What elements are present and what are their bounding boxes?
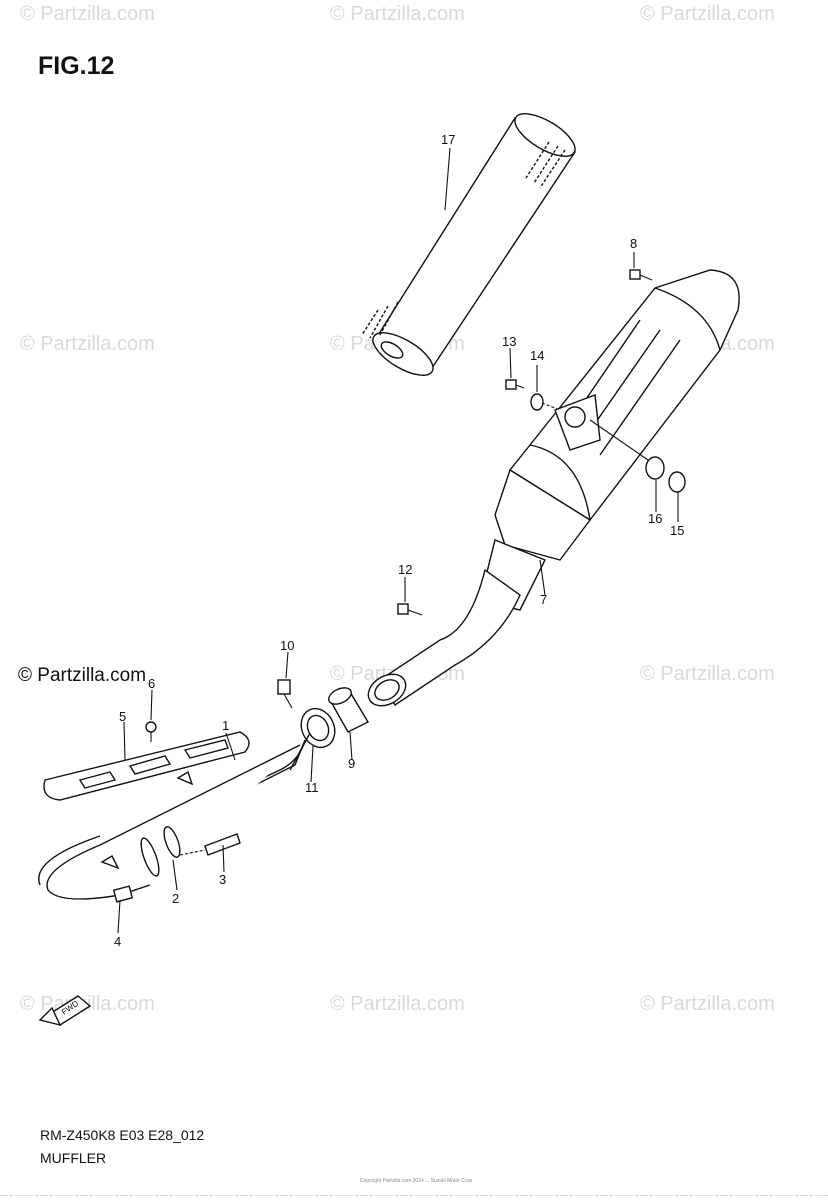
- watermark-text: © Partzilla.com: [330, 993, 465, 1015]
- callout-5: 5: [119, 709, 126, 724]
- callout-16: 16: [648, 511, 662, 526]
- watermark-text: © Partzilla.com: [640, 3, 775, 25]
- watermark-text: © Partzilla.com: [640, 663, 775, 685]
- callout-11: 11: [305, 780, 319, 795]
- part-4-nut[interactable]: [112, 885, 134, 903]
- callout-1: 1: [222, 718, 229, 733]
- partzilla-mark: © Partzilla.com: [18, 665, 147, 686]
- model-code: RM-Z450K8 E03 E28_012: [40, 1127, 205, 1143]
- watermark-text: © Partzilla.com: [330, 3, 465, 25]
- callout-4: 4: [114, 934, 121, 949]
- figure-title: FIG.12: [38, 52, 115, 80]
- part-9-gasket[interactable]: [326, 685, 369, 733]
- copyright-note: Copyright Partzilla.com 2024 ... Suzuki …: [359, 1178, 473, 1184]
- part-12-bolt[interactable]: [397, 603, 423, 616]
- watermark-text: © Partzilla.com: [640, 993, 775, 1015]
- part-13-bolt[interactable]: [505, 379, 525, 390]
- callout-7: 7: [540, 592, 547, 607]
- watermark-text: © Partzilla.com: [20, 3, 155, 25]
- callout-9: 9: [348, 756, 355, 771]
- callout-2: 2: [172, 891, 179, 906]
- part-3-stud[interactable]: [179, 833, 241, 856]
- callout-labels: 1 2 3 4 5 6 7 8 9 10 11 12 13 14 15 16 1…: [114, 132, 684, 949]
- page-edge-rule: [0, 1195, 828, 1196]
- part-7-muffler[interactable]: [363, 269, 740, 712]
- watermark-text: © Partzilla.com: [20, 333, 155, 355]
- part-17-muffler-protector[interactable]: [361, 105, 581, 383]
- part-11-clamp[interactable]: [295, 703, 341, 753]
- leader-lines: [117, 147, 679, 934]
- part-14-washer[interactable]: [530, 393, 544, 411]
- callout-8: 8: [630, 236, 637, 251]
- callout-13: 13: [502, 334, 516, 349]
- callout-3: 3: [219, 872, 226, 887]
- part-6-screw[interactable]: [145, 721, 157, 742]
- part-8-bolt[interactable]: [629, 269, 653, 281]
- callout-15: 15: [670, 523, 684, 538]
- callout-17: 17: [441, 132, 455, 147]
- part-15-washer[interactable]: [668, 471, 686, 493]
- part-16-cushion[interactable]: [645, 456, 665, 480]
- part-1-exhaust-pipe[interactable]: [38, 732, 311, 900]
- part-5-heat-cover[interactable]: [43, 731, 250, 801]
- section-name: MUFFLER: [40, 1150, 107, 1166]
- callout-12: 12: [398, 562, 412, 577]
- callout-14: 14: [530, 348, 544, 363]
- callout-10: 10: [280, 638, 294, 653]
- part-2-gasket[interactable]: [138, 825, 184, 878]
- part-10-bolt[interactable]: [277, 679, 293, 709]
- callout-6: 6: [148, 676, 155, 691]
